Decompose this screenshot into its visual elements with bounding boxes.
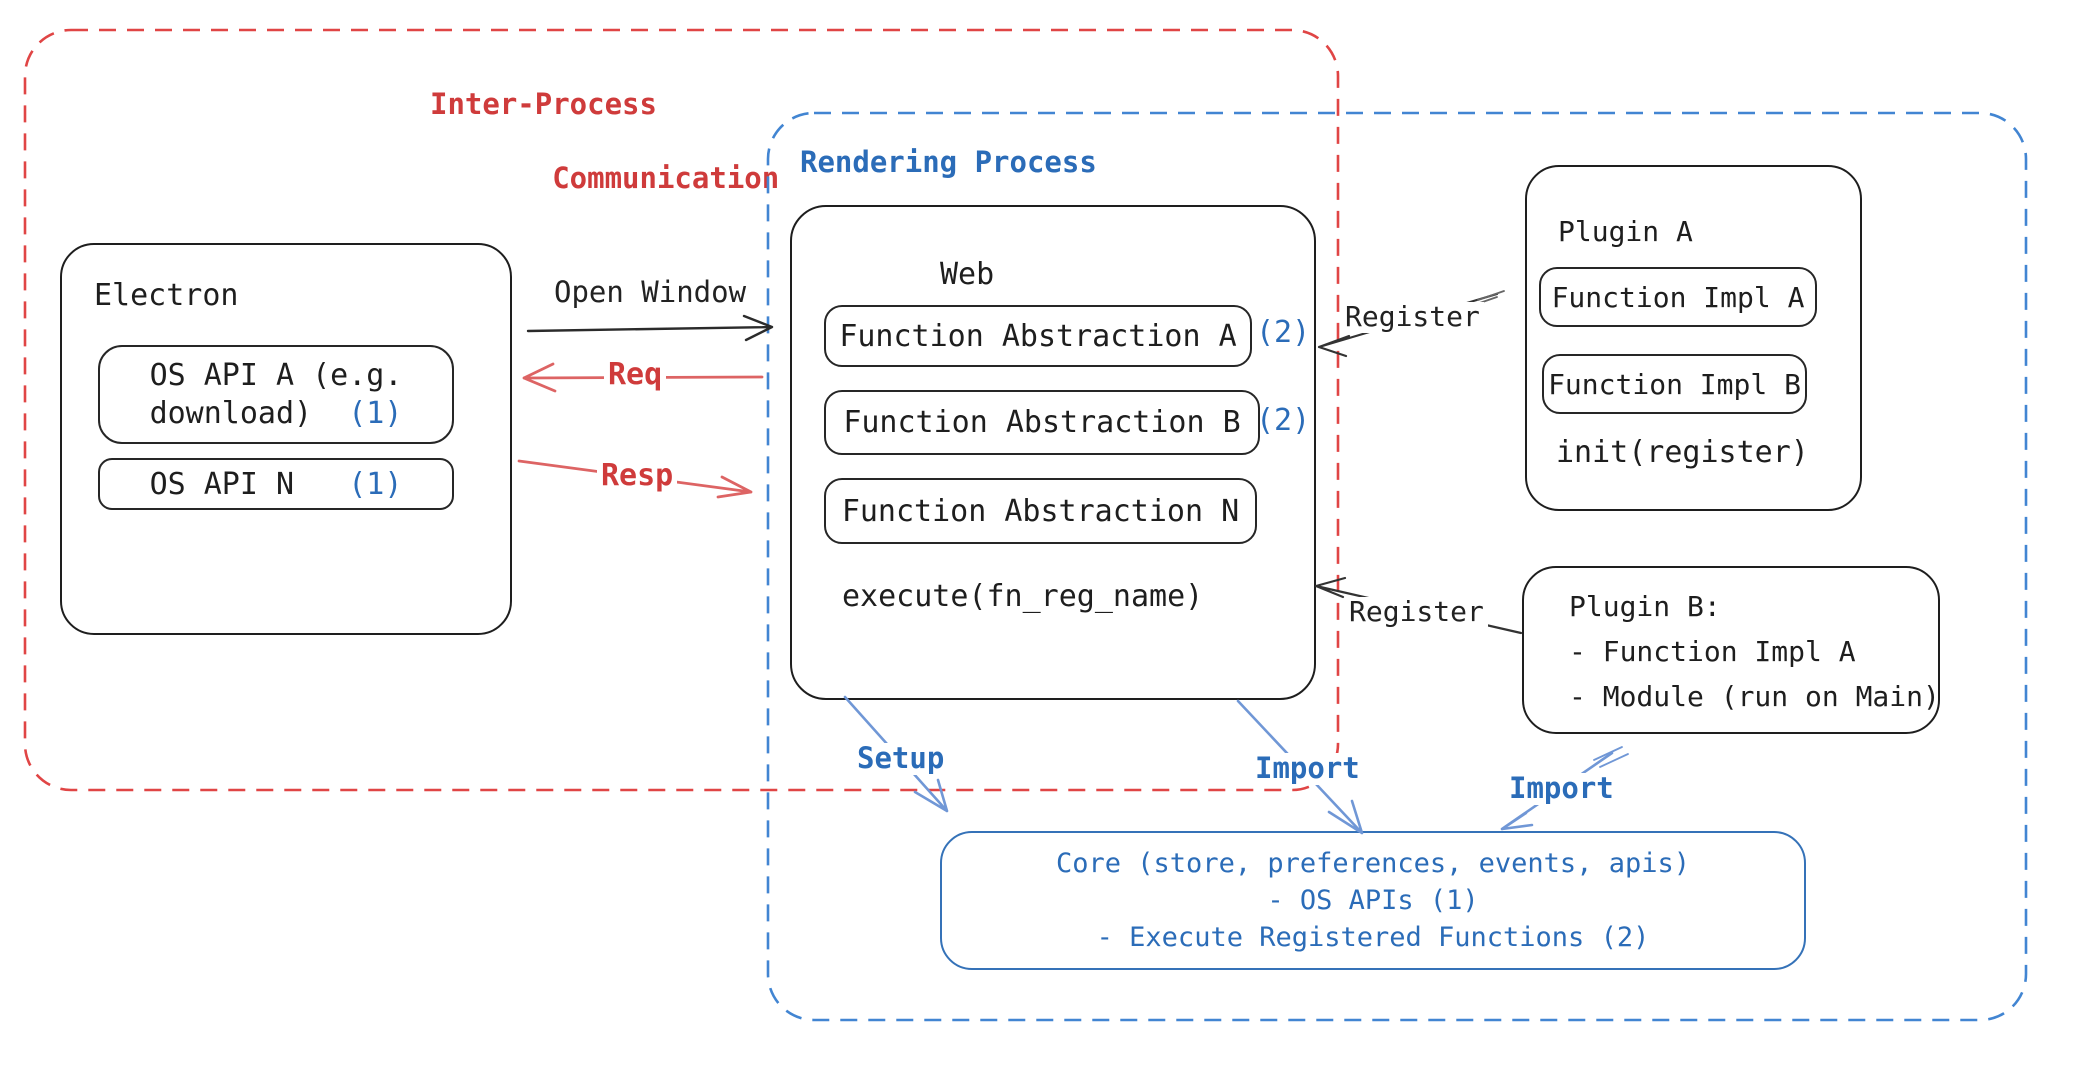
fa-b-badge: (2)	[1256, 403, 1311, 438]
plugin-b-item-impl-a: - Function Impl A	[1569, 635, 1856, 668]
rendering-region-label: Rendering Process	[800, 145, 1097, 179]
setup-label: Setup	[853, 742, 949, 775]
core-line-1: Core (store, preferences, events, apis)	[1056, 848, 1690, 879]
plugin-a-box: Plugin A Function Impl A Function Impl B…	[1525, 165, 1862, 511]
ipc-label-line1: Inter-Process	[430, 87, 657, 121]
register-b-label: Register	[1345, 596, 1488, 628]
plugin-a-title: Plugin A	[1558, 215, 1693, 248]
fa-a-badge: (2)	[1256, 315, 1311, 350]
plugin-b-title: Plugin B:	[1569, 590, 1721, 623]
function-impl-b-box: Function Impl B	[1542, 354, 1807, 414]
function-abstraction-n-box: Function Abstraction N	[824, 478, 1257, 544]
electron-title: Electron	[94, 278, 239, 313]
function-impl-a-box: Function Impl A	[1539, 267, 1817, 327]
web-title: Web	[940, 257, 995, 292]
open-window-label: Open Window	[550, 276, 751, 309]
open-window-arrow	[526, 314, 774, 342]
resp-label: Resp	[597, 459, 678, 492]
core-box: Core (store, preferences, events, apis) …	[940, 831, 1806, 970]
init-register-text: init(register)	[1556, 435, 1809, 470]
os-api-n-text: OS API N	[149, 466, 295, 502]
plugin-b-box: Plugin B: - Function Impl A - Module (ru…	[1522, 566, 1940, 734]
import-web-label: Import	[1251, 752, 1364, 785]
os-api-a-text: download)	[149, 395, 313, 431]
function-abstraction-b-box: Function Abstraction B	[824, 390, 1260, 455]
core-line-2: - OS APIs (1)	[1267, 885, 1479, 916]
plugin-b-item-module: - Module (run on Main)	[1569, 680, 1940, 713]
ipc-label-line2: Communication	[552, 161, 780, 195]
core-line-3: - Execute Registered Functions (2)	[1096, 922, 1650, 953]
os-api-a-badge: (1)	[348, 395, 403, 431]
web-box: Web Function Abstraction A Function Abst…	[790, 205, 1316, 700]
os-api-a-box: OS API A (e.g. download) (1)	[98, 345, 454, 444]
register-a-label: Register	[1341, 301, 1484, 333]
ipc-region-label: Inter-Process Communication	[430, 86, 779, 197]
execute-text: execute(fn_reg_name)	[842, 579, 1204, 614]
import-plugin-label: Import	[1505, 772, 1618, 805]
electron-box: Electron OS API A (e.g. download) (1) OS…	[60, 243, 512, 635]
os-api-a-line1: OS API A (e.g.	[149, 357, 403, 393]
req-label: Req	[604, 358, 667, 391]
function-abstraction-a-box: Function Abstraction A	[824, 305, 1252, 367]
import-plugin-arrow-tail-tick	[1593, 746, 1629, 768]
os-api-n-box: OS API N (1)	[98, 458, 454, 510]
os-api-a-line2: download) (1)	[150, 395, 403, 433]
os-api-n-badge: (1)	[348, 466, 403, 502]
